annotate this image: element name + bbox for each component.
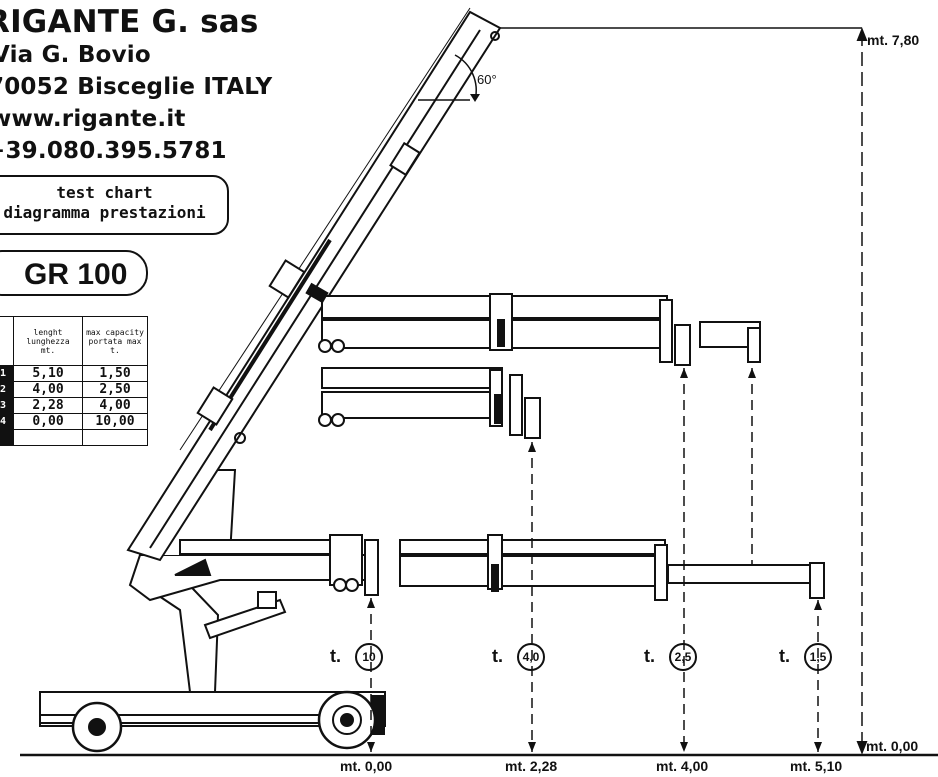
row-capacity-empty: [82, 429, 148, 446]
row-capacity: 2,50: [82, 381, 148, 398]
boom-position-lower-extended: [399, 534, 825, 601]
load-prefix: t.: [330, 646, 341, 666]
angle-indicator: [418, 54, 480, 102]
capacity-table: lenght lunghezza mt. max capacity portat…: [0, 316, 148, 446]
company-street: Via G. Bovio: [0, 42, 151, 68]
chart-title-box: test chart diagramma prestazioni: [0, 175, 229, 235]
wheel-rear: [71, 701, 123, 753]
angle-label: 60°: [477, 72, 497, 87]
company-phone: +39.080.395.5781: [0, 138, 227, 164]
row-capacity: 4,00: [82, 397, 148, 414]
capacity-table-header: lenght lunghezza mt. max capacity portat…: [0, 316, 148, 366]
company-website: www.rigante.it: [0, 106, 186, 132]
company-name: RIGANTE G. sas: [0, 4, 259, 40]
load-value-circle: 10: [355, 643, 383, 671]
chart-title-it: diagramma prestazioni: [3, 203, 206, 222]
row-pos: 4: [0, 413, 14, 430]
row-pos: 3: [0, 397, 14, 414]
load-value-circle: 1,5: [804, 643, 832, 671]
boom-position-lower-retracted: [329, 534, 379, 596]
boom-position-upper-short: [318, 367, 541, 439]
height-bottom-label: mt. 0,00: [866, 738, 919, 754]
boom-position-upper-long: [305, 282, 761, 366]
length-header: lenght lunghezza mt.: [13, 316, 83, 366]
height-dimension: [500, 27, 868, 755]
distance-label: mt. 4,00: [656, 758, 709, 774]
row-length: 5,10: [13, 365, 83, 382]
load-prefix: t.: [644, 646, 655, 666]
load-value-circle: 2,5: [669, 643, 697, 671]
distance-label: mt. 5,10: [790, 758, 843, 774]
distance-label: mt. 0,00: [340, 758, 393, 774]
load-prefix: t.: [779, 646, 790, 666]
wheel-front: [317, 690, 377, 750]
distance-label: mt. 2,28: [505, 758, 558, 774]
capacity-header: max capacity portata max t.: [82, 316, 148, 366]
load-prefix: t.: [492, 646, 503, 666]
boom-60-degree: [126, 7, 502, 562]
load-value-circle: 4,0: [517, 643, 545, 671]
height-top-label: mt. 7,80: [867, 32, 920, 48]
load-arrowheads: [367, 368, 822, 752]
load-reference-lines: [370, 368, 819, 752]
chart-title-en: test chart: [56, 183, 153, 202]
table-row: [0, 429, 148, 446]
row-pos: 2: [0, 381, 14, 398]
company-city: 70052 Bisceglie ITALY: [0, 74, 273, 100]
model-badge: GR 100: [0, 250, 148, 296]
